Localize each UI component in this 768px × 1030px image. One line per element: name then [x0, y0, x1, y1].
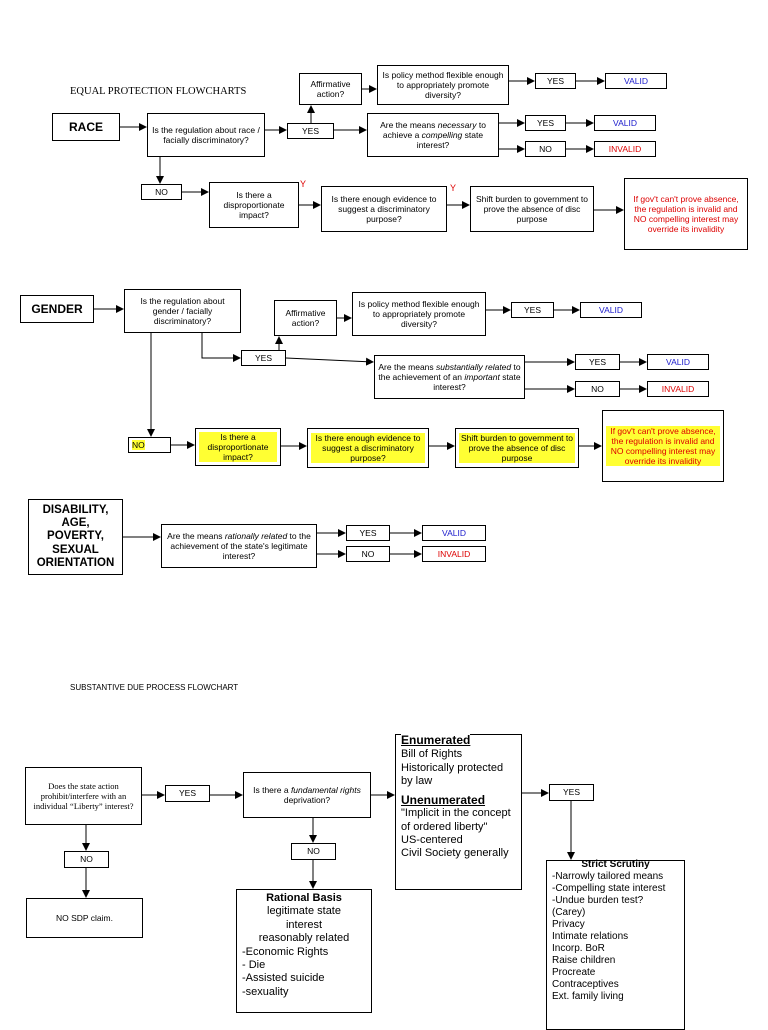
sdp-yes1: YES [165, 785, 210, 802]
sdp-no-claim: NO SDP claim. [26, 898, 143, 938]
strict-scrutiny-item: Procreate [552, 967, 596, 978]
rational-basis-item: - Die [242, 959, 266, 972]
unenumerated-title: Unenumerated [401, 792, 486, 807]
race-yes: YES [287, 123, 334, 139]
race-means-invalid: INVALID [594, 141, 656, 157]
rational-basis-line: interest [285, 918, 323, 931]
gender-cant-prove: If gov't can't prove absence, the regula… [602, 410, 724, 482]
race-flexible: Is policy method flexible enough to appr… [377, 65, 509, 105]
gender-evidence: Is there enough evidence to suggest a di… [307, 428, 429, 468]
race-means-no: NO [525, 141, 566, 157]
gender-affirmative: Affirmative action? [274, 300, 337, 336]
disability-yes: YES [346, 525, 390, 541]
race-y1: Y [300, 179, 307, 189]
arrow [285, 357, 374, 366]
gender-means-valid: VALID [647, 354, 709, 370]
strict-scrutiny-item: -Narrowly tailored means [552, 871, 664, 882]
race-evidence: Is there enough evidence to suggest a di… [321, 186, 447, 232]
rational-basis-box: Rational Basis legitimate state interest… [236, 889, 372, 1013]
race-y2: Y [450, 183, 457, 193]
race-means: Are the means necessary to achieve a com… [367, 113, 499, 157]
substantive-due-process-title: SUBSTANTIVE DUE PROCESS FLOWCHART [70, 683, 239, 692]
gender-yes: YES [241, 350, 286, 366]
strict-scrutiny-item: Privacy [552, 919, 585, 930]
race-question: Is the regulation about race / facially … [147, 113, 265, 157]
race-no: NO [141, 184, 182, 200]
gender-means: Are the means substantially related to t… [374, 355, 525, 399]
strict-scrutiny-item: -Compelling state interest [552, 883, 666, 894]
rights-box: Enumerated Bill of Rights Historically p… [395, 733, 522, 890]
sdp-fundamental: Is there a fundamental rights deprivatio… [243, 772, 371, 818]
gender-means-invalid: INVALID [647, 381, 709, 397]
equal-protection-title: EQUAL PROTECTION FLOWCHARTS [70, 86, 247, 97]
enumerated-item: Bill of Rights [401, 748, 463, 761]
race-label: RACE [52, 113, 120, 141]
sdp-question: Does the state action prohibit/interfere… [25, 767, 142, 825]
rational-basis-item: -sexuality [242, 985, 289, 998]
disability-no: NO [346, 546, 390, 562]
strict-scrutiny-box: Strict Scrutiny -Narrowly tailored means… [546, 859, 685, 1030]
gender-no: NO [128, 437, 171, 453]
disability-means: Are the means rationally related to the … [161, 524, 317, 568]
disability-label: DISABILITY, AGE, POVERTY, SEXUAL ORIENTA… [28, 499, 123, 575]
sdp-no2: NO [291, 843, 336, 860]
race-means-valid: VALID [594, 115, 656, 131]
unenumerated-item: "Implicit in the concept of ordered libe… [401, 807, 511, 833]
rational-basis-line: legitimate state [267, 905, 341, 918]
strict-scrutiny-title: Strict Scrutiny [581, 859, 650, 870]
enumerated-title: Enumerated [401, 733, 471, 748]
enumerated-item: Historically protected by law [401, 761, 504, 788]
gender-flexible: Is policy method flexible enough to appr… [352, 292, 486, 336]
race-cant-prove: If gov't can't prove absence, the regula… [624, 178, 748, 250]
strict-scrutiny-item: Contraceptives [552, 979, 619, 990]
disability-invalid: INVALID [422, 546, 486, 562]
gender-impact: Is there a disproportionate impact? [195, 428, 281, 466]
strict-scrutiny-item: Intimate relations [552, 931, 629, 942]
race-shift: Shift burden to government to prove the … [470, 186, 594, 232]
race-flex-valid: VALID [605, 73, 667, 89]
race-flex-yes: YES [535, 73, 576, 89]
strict-scrutiny-item: Raise children [552, 955, 616, 966]
gender-flex-yes: YES [511, 302, 554, 318]
unenumerated-item: US-centered [401, 834, 463, 847]
rational-basis-title: Rational Basis [266, 892, 342, 904]
gender-means-yes: YES [575, 354, 620, 370]
gender-shift: Shift burden to government to prove the … [455, 428, 579, 468]
race-affirmative: Affirmative action? [299, 73, 362, 105]
race-means-yes: YES [525, 115, 566, 131]
sdp-no1: NO [64, 851, 109, 868]
unenumerated-item: Civil Society generally [401, 847, 509, 860]
arrow [201, 333, 241, 362]
rational-basis-item: -Economic Rights [242, 945, 329, 958]
strict-scrutiny-item: Ext. family living [552, 991, 624, 1002]
gender-label: GENDER [20, 295, 94, 323]
rational-basis-line: reasonably related [258, 932, 350, 945]
gender-question: Is the regulation about gender / faciall… [124, 289, 241, 333]
strict-scrutiny-item: Incorp. BoR [552, 943, 605, 954]
race-impact: Is there a disproportionate impact? [209, 182, 299, 228]
sdp-yes2: YES [549, 784, 594, 801]
rational-basis-item: -Assisted suicide [242, 972, 325, 985]
gender-flex-valid: VALID [580, 302, 642, 318]
strict-scrutiny-item: -Undue burden test? (Carey) [552, 895, 644, 918]
disability-valid: VALID [422, 525, 486, 541]
gender-means-no: NO [575, 381, 620, 397]
